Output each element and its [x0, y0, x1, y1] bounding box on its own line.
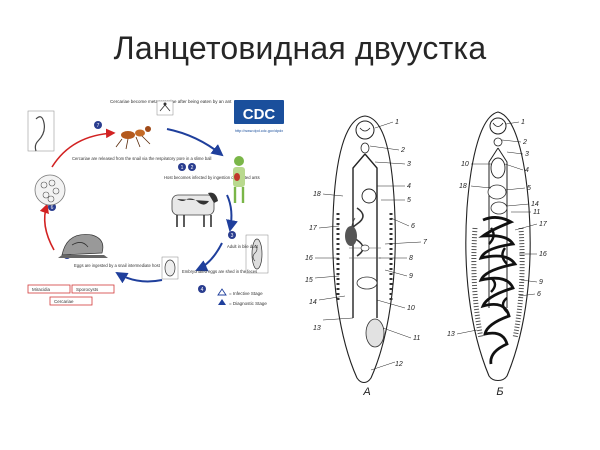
arrow-adult-to-eggs	[195, 242, 223, 272]
label-b-9: 9	[539, 279, 543, 286]
label-b-4: 4	[525, 167, 529, 174]
arrow-ant-to-host	[166, 128, 224, 157]
svg-text:3: 3	[231, 233, 234, 239]
figure-a: А 1 2 3 4	[305, 115, 428, 398]
uterus-b	[478, 216, 518, 365]
caption-adult: Adult in bile duct	[227, 244, 259, 249]
stage-box-miracidia: Miracidia	[27, 284, 71, 294]
arrow-eggs-to-snail	[115, 271, 163, 284]
arrow-snail-to-slimeball	[39, 203, 55, 251]
infective-stage-icon	[217, 288, 227, 296]
step-badge-4: 4	[198, 285, 206, 293]
legend: = Infective Stage = Diagnostic Stage	[217, 288, 267, 306]
intestine-a	[352, 153, 378, 318]
figure-b-label: Б	[496, 386, 503, 398]
label-b-2: 2	[522, 139, 527, 146]
egg-icon	[161, 256, 179, 280]
adult-fluke-icon	[245, 234, 269, 274]
label-b-13: 13	[447, 331, 455, 338]
cdc-logo: CDC http://www.dpd.cdc.gov/dpdx	[234, 100, 284, 133]
svg-text:Sporocysts: Sporocysts	[76, 287, 99, 292]
label-a-13: 13	[313, 325, 321, 332]
arrow-slimeball-to-ant	[51, 128, 116, 168]
label-a-8: 8	[409, 255, 413, 262]
label-a-5: 5	[407, 197, 411, 204]
step-badge-2: 2	[188, 163, 196, 171]
testis-b1	[487, 184, 507, 200]
ovary-a	[360, 244, 370, 252]
label-a-15: 15	[305, 277, 313, 284]
stage-box-sporocysts: Sporocysts	[71, 284, 115, 294]
label-b-17: 17	[539, 221, 548, 228]
snail-icon	[58, 234, 108, 258]
testis-a2	[365, 318, 385, 348]
oral-sucker-b	[489, 117, 507, 135]
oral-sucker-a	[355, 120, 375, 140]
label-a-17: 17	[309, 225, 318, 232]
label-a-3: 3	[407, 161, 411, 168]
pharynx-b	[493, 137, 503, 147]
cow-icon	[171, 192, 218, 227]
pharynx-a	[360, 142, 370, 154]
label-a-7: 7	[423, 239, 428, 246]
label-b-6: 6	[537, 291, 541, 298]
label-a-10: 10	[407, 305, 415, 312]
cdc-url: http://www.dpd.cdc.gov/dpdx	[235, 129, 283, 133]
step-badge-1: 1	[178, 163, 186, 171]
caption-eggs-ingested: Eggs are ingested by a snail intermediat…	[74, 263, 161, 268]
human-host-icon	[233, 156, 245, 203]
vitellaria-right-b	[512, 227, 525, 339]
label-a-1: 1	[395, 119, 399, 126]
cdc-logo-text: CDC	[243, 106, 276, 123]
ventral-sucker-b	[490, 157, 506, 179]
label-b-16: 16	[539, 251, 547, 258]
testis-b2	[490, 201, 508, 215]
label-b-11: 11	[533, 209, 540, 216]
stage-box-cercariae: Cercariae	[49, 296, 93, 306]
caption-cercariae-released: Cercariae are released from the snail vi…	[72, 156, 211, 161]
label-b-14: 14	[531, 201, 539, 208]
label-a-4: 4	[407, 183, 411, 190]
label-a-2: 2	[400, 147, 405, 154]
slide-title: Ланцетовидная двуустка	[113, 30, 487, 66]
figure-a-label: А	[362, 386, 370, 398]
label-b-5: 5	[527, 185, 531, 192]
svg-text:7: 7	[97, 123, 100, 129]
anatomy-diagram: А 1 2 3 4	[305, 111, 548, 398]
lifecycle-diagram: Cercariae become metacercariae after bei…	[27, 99, 284, 306]
label-a-18: 18	[313, 191, 321, 198]
arrow-host-to-adult	[226, 194, 238, 232]
legend-diagnostic: = Diagnostic Stage	[229, 301, 267, 306]
label-a-12: 12	[395, 361, 403, 368]
figure-b: Б 1 2 3 4 5 14 11 17 16	[447, 111, 548, 398]
svg-text:4: 4	[201, 287, 204, 293]
label-b-10: 10	[461, 161, 469, 168]
label-b-3: 3	[525, 151, 529, 158]
slime-ball-icon	[34, 174, 66, 206]
ventral-sucker-a	[361, 188, 377, 204]
label-b-1: 1	[521, 119, 525, 126]
caption-embryonated-eggs: Embryonated eggs are shed in the feces	[182, 269, 257, 274]
svg-text:6: 6	[51, 205, 54, 211]
label-a-14: 14	[309, 299, 317, 306]
label-a-6: 6	[411, 223, 415, 230]
vitellaria-left-b	[471, 227, 484, 339]
caption-host-infected: Host becomes infected by ingestion of in…	[164, 175, 260, 180]
ant-infected-icon	[156, 100, 174, 116]
ant-icon	[115, 126, 151, 150]
label-a-9: 9	[409, 273, 413, 280]
diagnostic-stage-icon	[218, 299, 226, 305]
label-b-18: 18	[459, 183, 467, 190]
label-a-16: 16	[305, 255, 313, 262]
legend-infective: = Infective Stage	[229, 291, 263, 296]
cercaria-sketch	[27, 110, 55, 152]
svg-text:Miracidia: Miracidia	[32, 287, 51, 292]
svg-text:Cercariae: Cercariae	[54, 299, 74, 304]
label-a-11: 11	[413, 335, 420, 342]
svg-text:1: 1	[181, 165, 184, 171]
testis-a1	[356, 276, 378, 290]
svg-text:2: 2	[191, 165, 194, 171]
step-badge-7: 7	[94, 121, 102, 129]
step-badge-3: 3	[228, 231, 236, 239]
